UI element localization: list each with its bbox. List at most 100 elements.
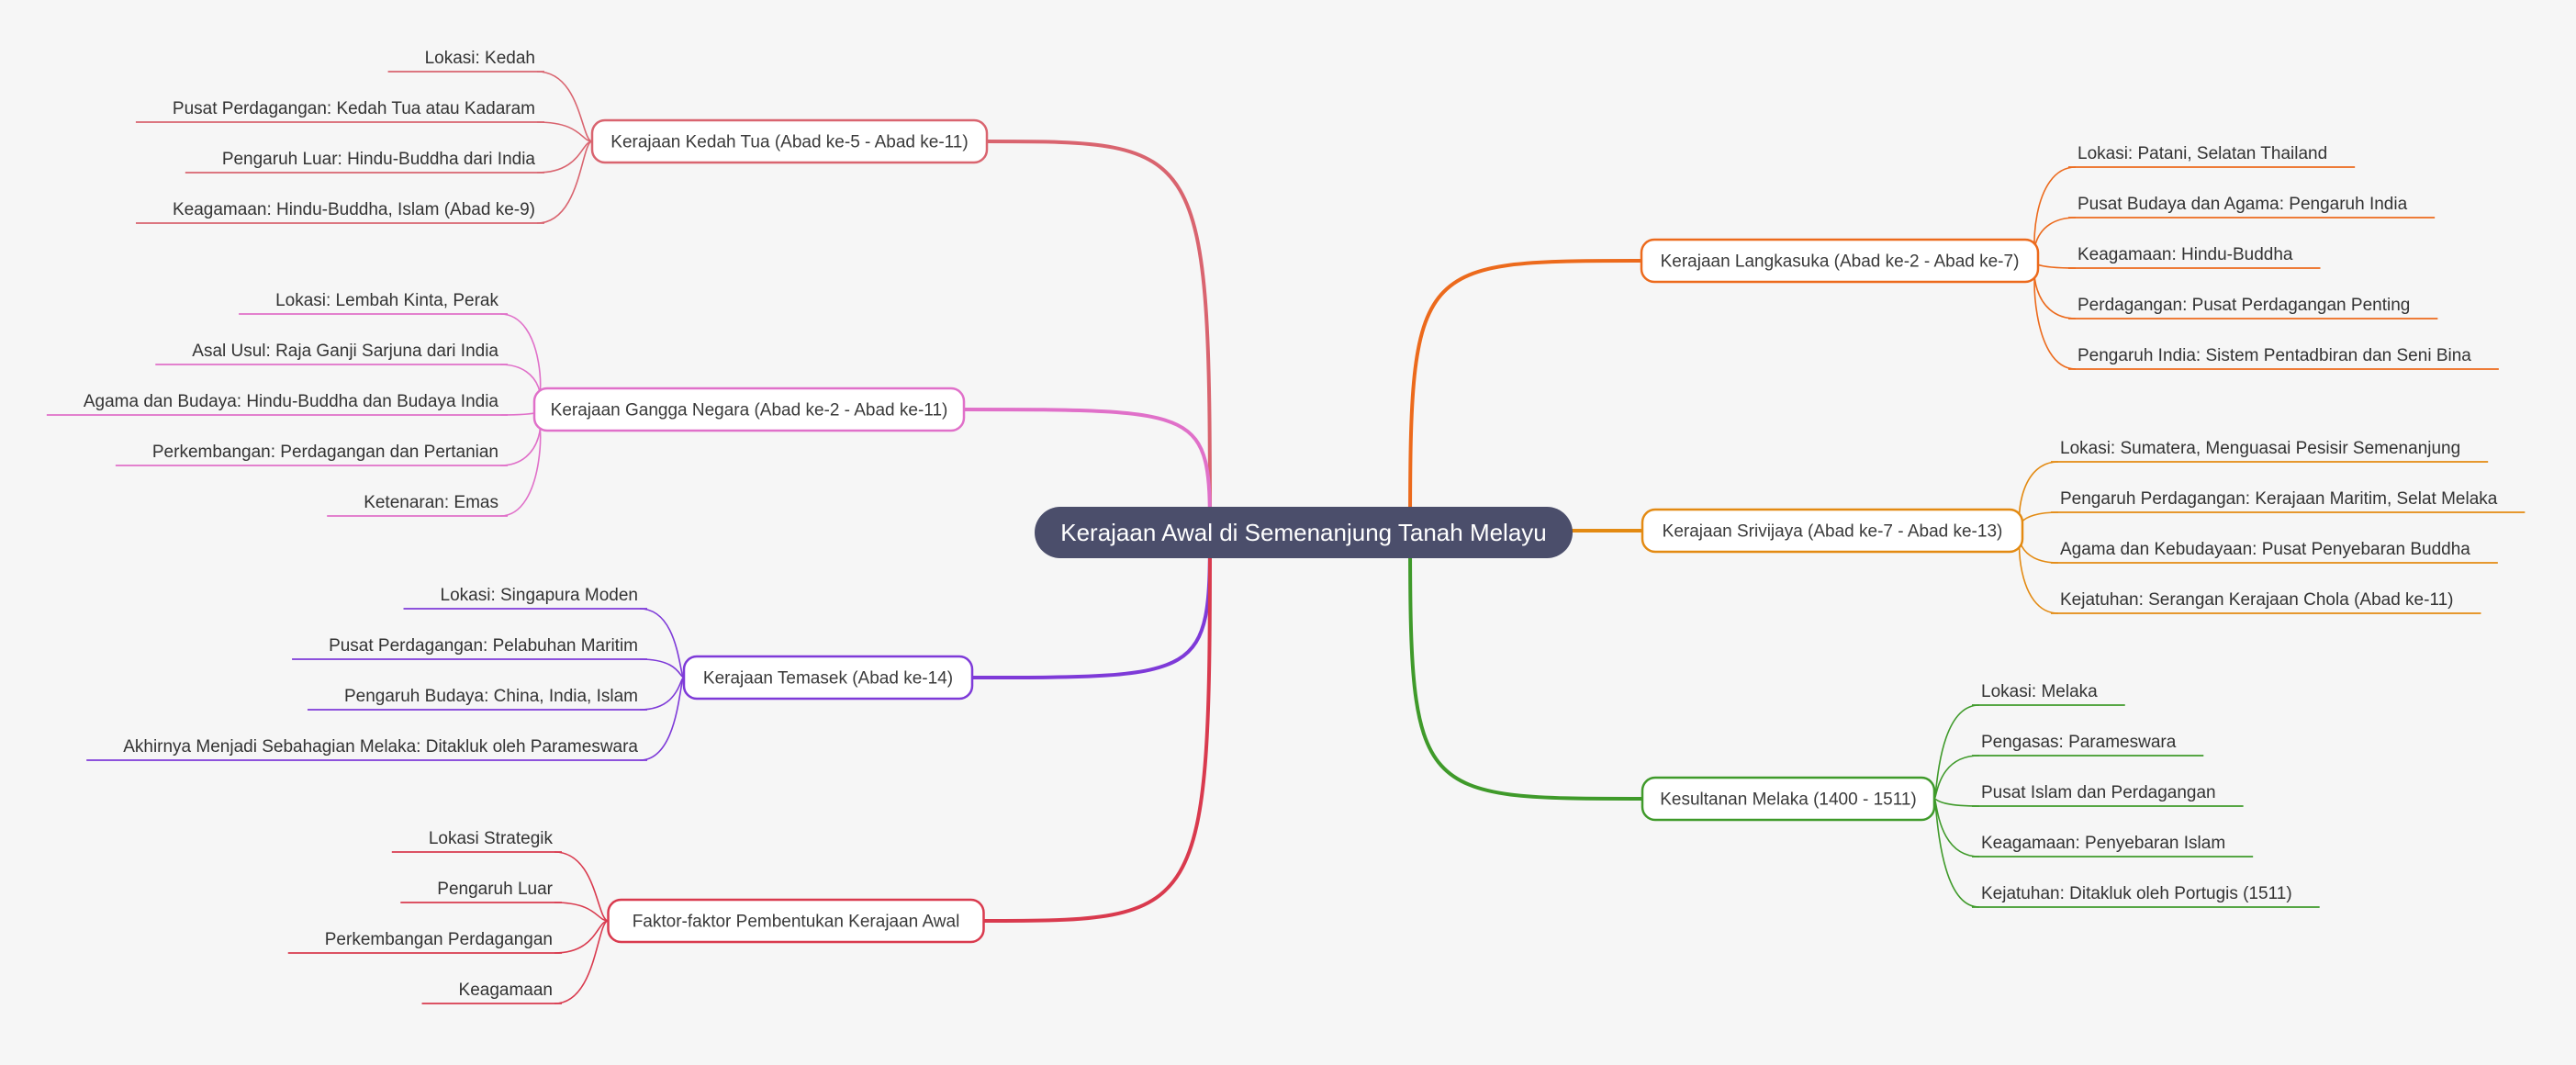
leaf-connector (1933, 704, 1980, 800)
leaf-label: Lokasi: Lembah Kinta, Perak (275, 291, 498, 310)
branch-node-label: Kerajaan Kedah Tua (Abad ke-5 - Abad ke-… (610, 133, 968, 152)
leaf-label: Lokasi: Singapura Moden (441, 586, 638, 605)
leaf-connector (2033, 260, 2077, 269)
leaf-pengaruh-luar[interactable]: Pengaruh Luar (400, 880, 562, 903)
leaf-pusat-perdagangan-pelabuhan-maritim[interactable]: Pusat Perdagangan: Pelabuhan Maritim (292, 636, 647, 660)
leaf-connector (2033, 166, 2077, 262)
left-branch-0-connector (986, 140, 1212, 533)
leaf-label: Pengaruh India: Sistem Pentadbiran dan S… (2078, 346, 2471, 365)
leaf-connector (536, 140, 593, 174)
leaf-lokasi-singapura-moden[interactable]: Lokasi: Singapura Moden (403, 586, 647, 610)
leaf-label: Asal Usul: Raja Ganji Sarjuna dari India (192, 342, 498, 361)
leaf-label: Akhirnya Menjadi Sebahagian Melaka: Dita… (123, 737, 638, 757)
leaf-kejatuhan-ditakluk-oleh-portugis-1511[interactable]: Kejatuhan: Ditakluk oleh Portugis (1511) (1972, 884, 2320, 908)
mindmap-edges (499, 71, 2077, 1004)
leaf-connector (2018, 511, 2059, 532)
leaf-pusat-perdagangan-kedah-tua-atau-kadaram[interactable]: Pusat Perdagangan: Kedah Tua atau Kadara… (135, 99, 544, 123)
center-topic-label: Kerajaan Awal di Semenanjung Tanah Melay… (1060, 519, 1547, 546)
branch-node-label: Kesultanan Melaka (1400 - 1511) (1660, 790, 1917, 810)
leaf-keagamaan-penyebaran-islam[interactable]: Keagamaan: Penyebaran Islam (1972, 834, 2254, 858)
leaf-label: Pusat Budaya dan Agama: Pengaruh India (2078, 195, 2408, 214)
leaf-label: Lokasi: Kedah (425, 49, 535, 68)
leaf-pengaruh-perdagangan-kerajaan-maritim-se[interactable]: Pengaruh Perdagangan: Kerajaan Maritim, … (2051, 489, 2526, 513)
branch-node-kerajaan-langkasuka-abad-ke-2-abad-ke-7[interactable]: Kerajaan Langkasuka (Abad ke-2 - Abad ke… (1640, 238, 2040, 284)
leaf-ketenaran-emas[interactable]: Ketenaran: Emas (327, 493, 508, 517)
leaf-lokasi-strategik[interactable]: Lokasi Strategik (391, 829, 562, 853)
branch-node-kerajaan-temasek-abad-ke-14[interactable]: Kerajaan Temasek (Abad ke-14) (682, 655, 974, 701)
right-branch-0-connector (1408, 259, 1642, 533)
leaf-connector (554, 920, 609, 954)
leaf-pengaruh-budaya-china-india-islam[interactable]: Pengaruh Budaya: China, India, Islam (307, 687, 647, 711)
leaf-connector (2033, 260, 2077, 370)
leaf-connector (1933, 798, 1980, 908)
leaf-label: Pengasas: Parameswara (1981, 733, 2177, 752)
leaf-akhirnya-menjadi-sebahagian-melaka-ditak[interactable]: Akhirnya Menjadi Sebahagian Melaka: Dita… (86, 737, 647, 761)
leaf-label: Lokasi: Patani, Selatan Thailand (2078, 144, 2327, 163)
branch-node-kerajaan-srivijaya-abad-ke-7-abad-ke-13[interactable]: Kerajaan Srivijaya (Abad ke-7 - Abad ke-… (1641, 508, 2024, 554)
left-branch-1-connector (963, 408, 1212, 533)
branch-node-label: Faktor-faktor Pembentukan Kerajaan Awal (633, 913, 960, 932)
branch-node-kesultanan-melaka-1400-1511[interactable]: Kesultanan Melaka (1400 - 1511) (1641, 776, 1936, 822)
leaf-lokasi-melaka[interactable]: Lokasi: Melaka (1972, 682, 2125, 706)
leaf-connector (499, 409, 542, 517)
leaf-label: Perdagangan: Pusat Perdagangan Penting (2078, 296, 2410, 315)
leaf-pengasas-parameswara[interactable]: Pengasas: Parameswara (1972, 733, 2204, 757)
leaf-label: Lokasi: Melaka (1981, 682, 2098, 701)
leaf-label: Keagamaan: Hindu-Buddha, Islam (Abad ke-… (173, 200, 535, 219)
right-branch-2-connector (1408, 532, 1643, 801)
leaf-label: Pusat Perdagangan: Kedah Tua atau Kadara… (173, 99, 535, 118)
leaf-label: Keagamaan: Penyebaran Islam (1981, 834, 2225, 853)
center-topic-box (1035, 507, 1573, 558)
leaf-label: Kejatuhan: Ditakluk oleh Portugis (1511) (1981, 884, 2292, 903)
leaf-connector (554, 902, 609, 922)
leaf-connector (2033, 217, 2077, 262)
center-topic[interactable]: Kerajaan Awal di Semenanjung Tanah Melay… (1035, 507, 1573, 558)
leaf-lokasi-sumatera-menguasai-pesisir-semena[interactable]: Lokasi: Sumatera, Menguasai Pesisir Seme… (2051, 439, 2489, 463)
leaf-label: Agama dan Budaya: Hindu-Buddha dan Buday… (84, 392, 499, 411)
leaf-connector (1933, 755, 1980, 800)
left-branch-3-connector (983, 532, 1212, 923)
branch-node-kerajaan-gangga-negara-abad-ke-2-abad-ke[interactable]: Kerajaan Gangga Negara (Abad ke-2 - Abad… (532, 387, 966, 432)
leaf-lokasi-patani-selatan-thailand[interactable]: Lokasi: Patani, Selatan Thailand (2068, 144, 2356, 168)
leaf-pusat-budaya-dan-agama-pengaruh-india[interactable]: Pusat Budaya dan Agama: Pengaruh India (2068, 195, 2436, 219)
leaf-connector (2018, 530, 2059, 564)
leaf-connector (554, 851, 609, 922)
leaf-asal-usul-raja-ganji-sarjuna-dari-india[interactable]: Asal Usul: Raja Ganji Sarjuna dari India (155, 342, 508, 365)
leaf-label: Keagamaan (459, 981, 553, 1000)
leaf-label: Lokasi Strategik (429, 829, 554, 848)
branch-node-box (532, 387, 966, 432)
branch-node-label: Kerajaan Temasek (Abad ke-14) (703, 669, 953, 689)
leaf-keagamaan-hindu-buddha-islam-abad-ke-9[interactable]: Keagamaan: Hindu-Buddha, Islam (Abad ke-… (135, 200, 544, 224)
leaf-pusat-islam-dan-perdagangan[interactable]: Pusat Islam dan Perdagangan (1972, 783, 2244, 807)
leaf-connector (2018, 461, 2059, 532)
leaf-kejatuhan-serangan-kerajaan-chola-abad-k[interactable]: Kejatuhan: Serangan Kerajaan Chola (Abad… (2051, 590, 2481, 614)
leaf-pengaruh-luar-hindu-buddha-dari-india[interactable]: Pengaruh Luar: Hindu-Buddha dari India (185, 150, 544, 174)
leaf-label: Pengaruh Perdagangan: Kerajaan Maritim, … (2060, 489, 2498, 509)
leaf-lokasi-kedah[interactable]: Lokasi: Kedah (387, 49, 544, 73)
branch-node-box (607, 898, 985, 944)
branch-node-box (1641, 776, 1936, 822)
leaf-label: Ketenaran: Emas (364, 493, 498, 512)
branch-node-label: Kerajaan Gangga Negara (Abad ke-2 - Abad… (551, 401, 948, 420)
branch-node-faktor-faktor-pembentukan-kerajaan-awal[interactable]: Faktor-faktor Pembentukan Kerajaan Awal (607, 898, 985, 944)
leaf-pengaruh-india-sistem-pentadbiran-dan-se[interactable]: Pengaruh India: Sistem Pentadbiran dan S… (2068, 346, 2499, 370)
leaf-label: Agama dan Kebudayaan: Pusat Penyebaran B… (2060, 540, 2470, 559)
leaf-connector (499, 313, 542, 410)
leaf-perkembangan-perdagangan[interactable]: Perkembangan Perdagangan (287, 930, 562, 954)
leaf-connector (639, 677, 685, 761)
leaf-keagamaan-hindu-buddha[interactable]: Keagamaan: Hindu-Buddha (2068, 245, 2321, 269)
leaf-connector (536, 121, 593, 142)
leaf-connector (536, 71, 593, 142)
leaf-agama-dan-budaya-hindu-buddha-dan-budaya[interactable]: Agama dan Budaya: Hindu-Buddha dan Buday… (46, 392, 508, 416)
leaf-keagamaan[interactable]: Keagamaan (421, 981, 562, 1004)
leaf-perkembangan-perdagangan-dan-pertanian[interactable]: Perkembangan: Perdagangan dan Pertanian (115, 443, 508, 466)
leaf-lokasi-lembah-kinta-perak[interactable]: Lokasi: Lembah Kinta, Perak (239, 291, 508, 315)
leaf-label: Kejatuhan: Serangan Kerajaan Chola (Abad… (2060, 590, 2454, 610)
leaf-label: Pengaruh Budaya: China, India, Islam (344, 687, 638, 706)
leaf-label: Pengaruh Luar: Hindu-Buddha dari India (222, 150, 536, 169)
leaf-perdagangan-pusat-perdagangan-penting[interactable]: Perdagangan: Pusat Perdagangan Penting (2068, 296, 2438, 320)
branch-node-kerajaan-kedah-tua-abad-ke-5-abad-ke-11[interactable]: Kerajaan Kedah Tua (Abad ke-5 - Abad ke-… (590, 118, 989, 164)
leaf-connector (554, 920, 609, 1004)
leaf-agama-dan-kebudayaan-pusat-penyebaran-bu[interactable]: Agama dan Kebudayaan: Pusat Penyebaran B… (2051, 540, 2498, 564)
